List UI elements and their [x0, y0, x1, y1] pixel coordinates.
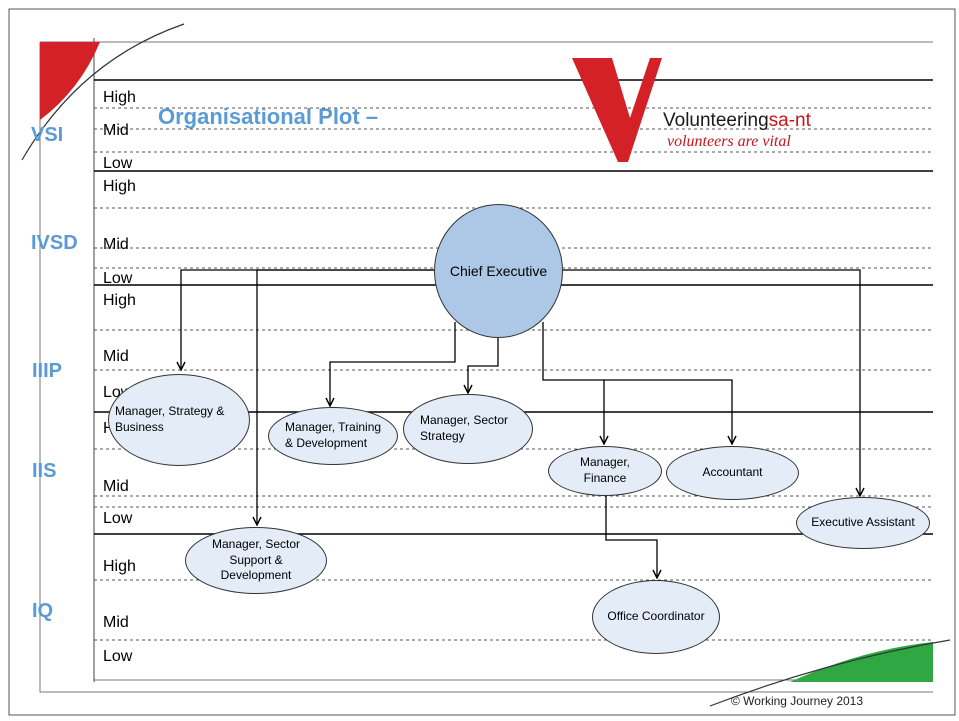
logo-wordmark: Volunteeringsa-nt	[663, 110, 811, 132]
logo-tagline: volunteers are vital	[667, 133, 791, 150]
node-label: Accountant	[702, 465, 763, 480]
node-label: Executive Assistant	[811, 515, 915, 530]
node-manager-finance: Manager, Finance	[548, 446, 662, 496]
node-label: Chief Executive	[449, 262, 548, 279]
logo-name-accent: sa-nt	[768, 110, 811, 131]
node-manager-sector-support: Manager, Sector Support & Development	[185, 527, 327, 594]
band-label-iis: IIS	[32, 460, 57, 482]
node-label: Office Coordinator	[607, 609, 705, 624]
level-label-mid: Mid	[103, 348, 129, 365]
level-label-low: Low	[103, 648, 133, 665]
node-label: Manager, Strategy & Business	[115, 404, 225, 434]
node-manager-training-development: Manager, Training & Development	[268, 407, 398, 465]
page-title: Organisational Plot –	[158, 104, 379, 129]
band-label-vsi: VSI	[31, 124, 64, 146]
band-label-iiip: IIIP	[32, 360, 63, 382]
band-label-iq: IQ	[32, 600, 54, 622]
level-label-mid: Mid	[103, 122, 129, 139]
node-accountant: Accountant	[666, 446, 799, 500]
node-label: Manager, Sector Support & Development	[211, 537, 301, 583]
node-manager-sector-strategy: Manager, Sector Strategy	[403, 394, 533, 464]
copyright-notice: © Working Journey 2013	[731, 694, 864, 708]
node-office-coordinator: Office Coordinator	[592, 580, 720, 654]
node-label: Manager, Finance	[579, 455, 631, 485]
level-label-low: Low	[103, 510, 133, 527]
node-executive-assistant: Executive Assistant	[796, 497, 930, 549]
level-label-high: High	[103, 178, 136, 195]
corner-green-swoosh	[709, 639, 951, 707]
logo-name-main: Volunteering	[663, 110, 769, 131]
corner-red	[40, 42, 100, 120]
node-chief-executive: Chief Executive	[434, 204, 563, 338]
level-label-mid: Mid	[103, 478, 129, 495]
level-label-mid: Mid	[103, 236, 129, 253]
level-label-high: High	[103, 89, 136, 106]
level-label-mid: Mid	[103, 614, 129, 631]
inner-frame	[39, 41, 933, 693]
level-label-low: Low	[103, 155, 133, 172]
level-label-high: High	[103, 558, 136, 575]
band-label-ivsd: IVSD	[31, 232, 78, 254]
node-label: Manager, Training & Development	[285, 420, 382, 450]
node-label: Manager, Sector Strategy	[420, 413, 509, 443]
node-manager-strategy-business: Manager, Strategy & Business	[108, 374, 250, 466]
slide-border	[8, 8, 956, 716]
corner-red-swoosh	[21, 23, 185, 161]
corner-green	[790, 642, 933, 682]
level-label-high: High	[103, 292, 136, 309]
level-label-low: Low	[103, 270, 133, 287]
logo-v	[572, 58, 662, 162]
connector-lines	[181, 269, 860, 578]
